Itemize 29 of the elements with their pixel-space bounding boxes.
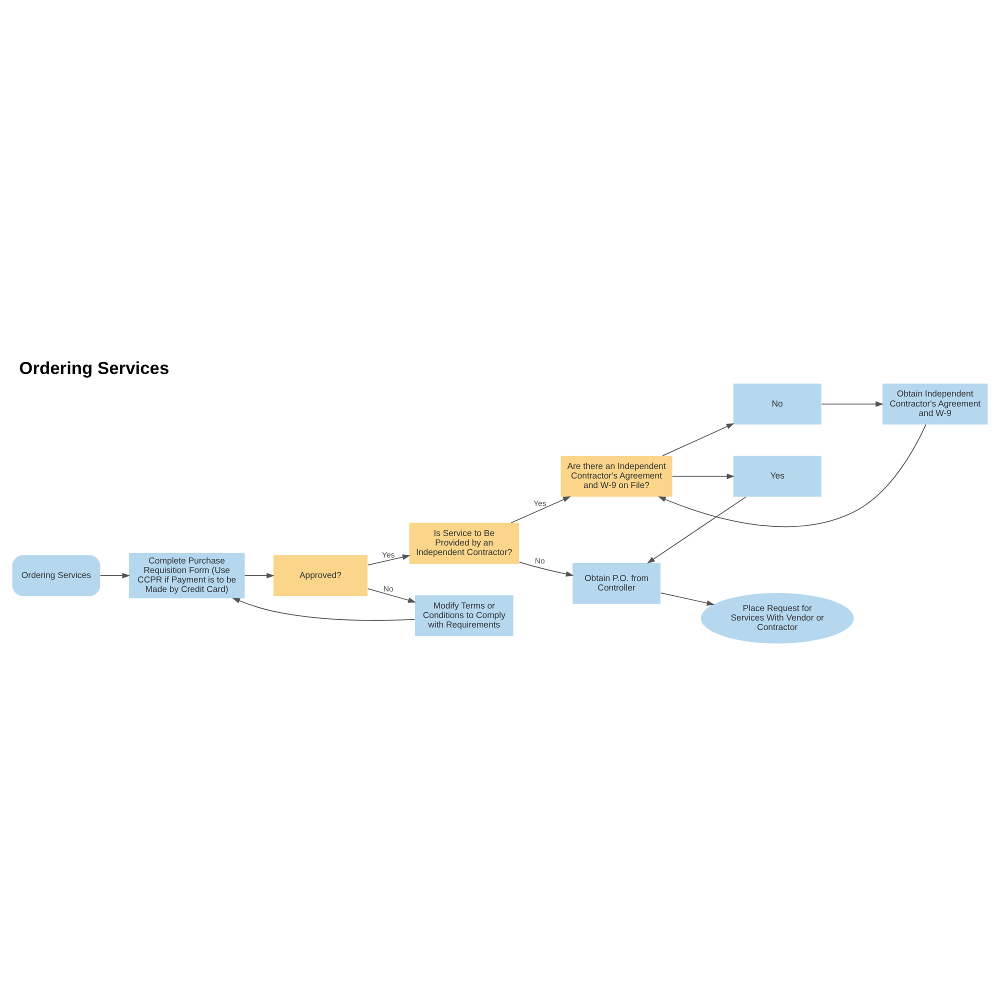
arrow — [367, 588, 416, 602]
arrow — [672, 473, 735, 479]
node-box: Modify Terms or Conditions to Comply with Requirements — [414, 594, 514, 636]
arrow — [660, 592, 715, 606]
arrow — [518, 561, 574, 576]
edge-label: No — [383, 584, 394, 593]
node-box: No — [733, 383, 822, 424]
arrow — [367, 554, 410, 565]
node-box: Obtain P.O. from Controller — [572, 562, 660, 604]
arrow — [821, 400, 884, 406]
node-box: Yes — [733, 455, 822, 496]
node-box: Complete Purchase Requisition Form (Use CCPR if Payment is to be Made by Credit Card) — [128, 552, 245, 598]
arrow — [646, 496, 746, 564]
arrow — [658, 424, 926, 527]
node-box: Ordering Services — [12, 554, 100, 596]
edge-label: No — [534, 556, 545, 566]
edge-label: Yes — [534, 498, 546, 508]
arrow — [510, 496, 571, 523]
node-box: Obtain Independent Contractor's Agreement and W-9 — [882, 383, 988, 424]
node-box: Are there an Independent Contractor's Agreement and W-9 on File? — [560, 455, 672, 496]
arrow — [244, 572, 274, 578]
diagram-title: Ordering Services — [19, 358, 170, 378]
node-ellipse: Place Request for Services With Vendor or Contractor — [700, 592, 854, 643]
edge-label: Yes — [382, 550, 395, 559]
arrow — [232, 597, 416, 620]
arrow — [100, 572, 130, 578]
node-box: Approved? — [273, 554, 368, 596]
arrow — [662, 422, 734, 456]
node-box: Is Service to Be Provided by an Independent Contractor? — [409, 522, 519, 564]
